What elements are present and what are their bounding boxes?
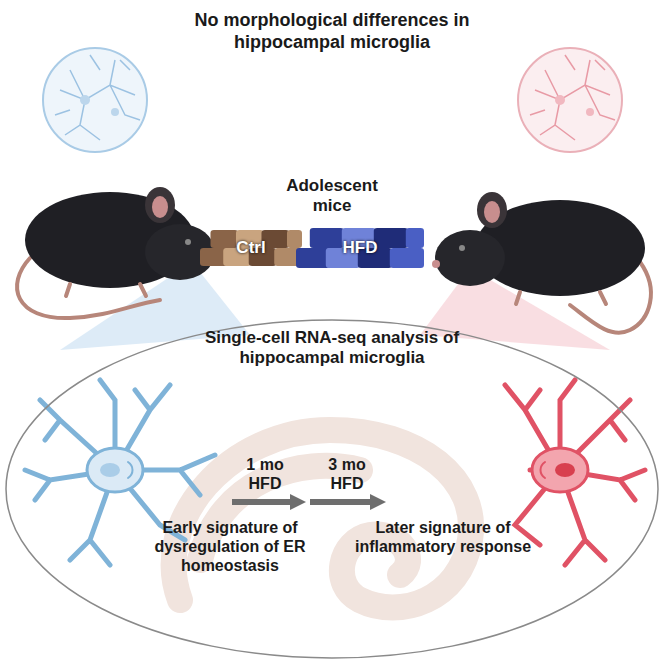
food-pile: Ctrl [200, 228, 302, 268]
microglia-cell-red [505, 380, 645, 565]
signature-label: Early signature of dysregulation of ER h… [132, 518, 328, 576]
node-text: HFD [296, 238, 424, 258]
mouse-right [432, 192, 651, 333]
signature-label: Later signature of inflammatory response [348, 518, 538, 556]
group-label: Adolescent mice [277, 176, 387, 217]
time-label: 3 mo HFD [314, 455, 380, 493]
node-text: Single-cell RNA-seq analysis of hippocam… [182, 328, 482, 369]
food-pile: HFD [296, 226, 424, 270]
magnifier-left [43, 48, 147, 152]
time-arrow [232, 494, 386, 510]
hippocampus-outline [174, 430, 471, 608]
node-text: Ctrl [200, 238, 302, 258]
heading-text: No morphological differences in hippocam… [170, 10, 494, 53]
microglia-cell-blue [25, 380, 215, 565]
time-label: 1 mo HFD [232, 455, 298, 493]
magnifier-right [518, 48, 622, 152]
mouse-left [17, 187, 218, 318]
